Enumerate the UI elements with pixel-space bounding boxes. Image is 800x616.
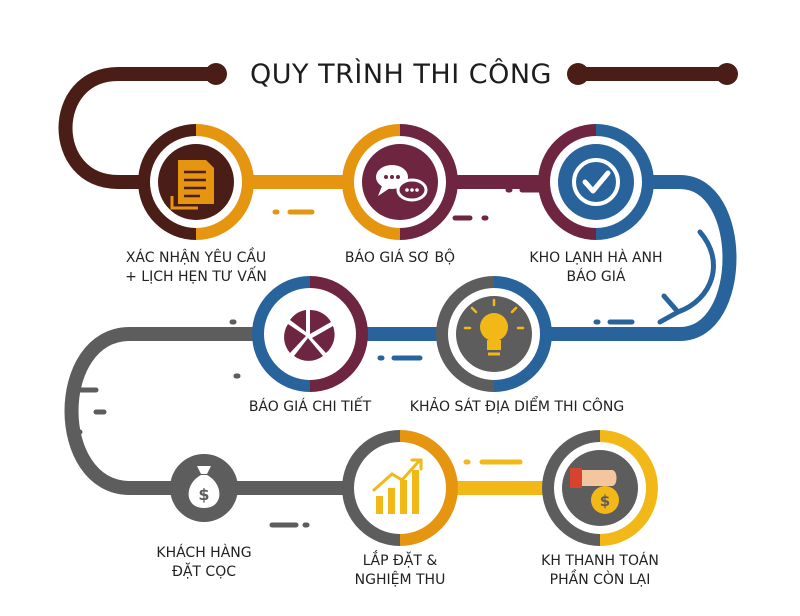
- step-label-6-line-1: KHÁCH HÀNG: [156, 545, 252, 561]
- path-brown: [58, 67, 223, 189]
- path-gray: [64, 327, 262, 495]
- svg-text:$: $: [600, 492, 610, 510]
- step-label-2-line-1: BÁO GIÁ SƠ BỘ: [344, 250, 456, 266]
- step-label-7-line-1: LẮP ĐẶT &: [362, 553, 438, 569]
- step-label-8-line-1: KH THANH TOÁN: [541, 553, 659, 569]
- step-label-3: KHO LẠNH HÀ ANH BÁO GIÁ: [521, 249, 671, 287]
- chat-bubbles-icon: [376, 165, 428, 202]
- step-node-2: [342, 124, 458, 240]
- arrow-icon: [657, 229, 716, 325]
- path-end-knob: [567, 63, 589, 85]
- step-label-7-line-2: NGHIỆM THU: [354, 572, 446, 588]
- document-icon: [170, 160, 214, 210]
- path-start-knob: [205, 63, 227, 85]
- step-label-5: BÁO GIÁ CHI TIẾT: [240, 398, 380, 417]
- step-node-3: [538, 124, 654, 240]
- page-title: QUY TRÌNH THI CÔNG: [236, 52, 566, 96]
- svg-text:$: $: [198, 485, 209, 504]
- step-node-1: [138, 124, 254, 240]
- money-bag-icon: $: [188, 466, 220, 508]
- step-label-8-line-2: PHẦN CÒN LẠI: [549, 572, 651, 588]
- step-label-6: KHÁCH HÀNG ĐẶT CỌC: [139, 544, 269, 582]
- step-label-1-line-1: XÁC NHẬN YÊU CẦU: [125, 250, 267, 266]
- payment-hand-icon: $: [570, 468, 619, 514]
- step-node-4: [436, 276, 552, 392]
- growth-chart-icon: [372, 458, 423, 514]
- path-end-knob-far: [716, 63, 738, 85]
- step-node-8: $: [542, 430, 658, 546]
- step-node-6: $: [170, 454, 238, 522]
- step-label-5-line-1: BÁO GIÁ CHI TIẾT: [248, 399, 372, 415]
- step-node-5: [252, 276, 368, 392]
- step-label-2: BÁO GIÁ SƠ BỘ: [330, 249, 470, 268]
- pie-chart-icon: [284, 309, 335, 361]
- step-label-4-line-1: KHẢO SÁT ĐỊA DIỂM THI CÔNG: [409, 399, 625, 415]
- step-label-1: XÁC NHẬN YÊU CẦU + LỊCH HẸN TƯ VẤN: [118, 249, 274, 287]
- step-node-7: [342, 430, 458, 546]
- step-label-6-line-2: ĐẶT CỌC: [172, 564, 236, 580]
- step-label-3-line-2: BÁO GIÁ: [566, 269, 626, 285]
- step-label-8: KH THANH TOÁN PHẦN CÒN LẠI: [530, 552, 670, 590]
- step-label-1-line-2: + LỊCH HẸN TƯ VẤN: [125, 269, 267, 285]
- checkmark-icon: [572, 158, 620, 206]
- path-blue: [538, 175, 737, 341]
- step-label-7: LẮP ĐẶT & NGHIỆM THU: [335, 552, 465, 590]
- lightbulb-icon: [463, 298, 525, 356]
- step-label-4: KHẢO SÁT ĐỊA DIỂM THI CÔNG: [402, 398, 632, 417]
- step-label-3-line-1: KHO LẠNH HÀ ANH: [529, 250, 663, 266]
